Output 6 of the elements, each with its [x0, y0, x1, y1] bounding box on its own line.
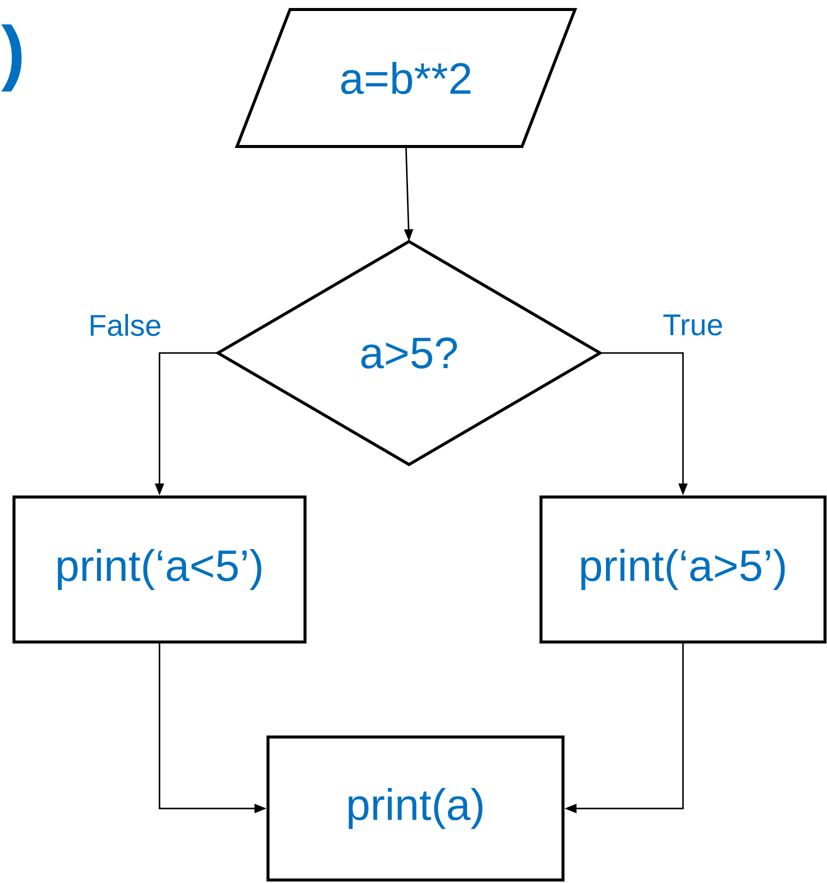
process-box: print(‘a>5’)	[540, 496, 826, 644]
edge-label: True	[663, 314, 722, 336]
process-box: print(a)	[266, 736, 564, 882]
process-box: print(‘a<5’)	[12, 496, 306, 644]
edge-label: False	[90, 314, 160, 336]
label: )	[1, 24, 22, 92]
